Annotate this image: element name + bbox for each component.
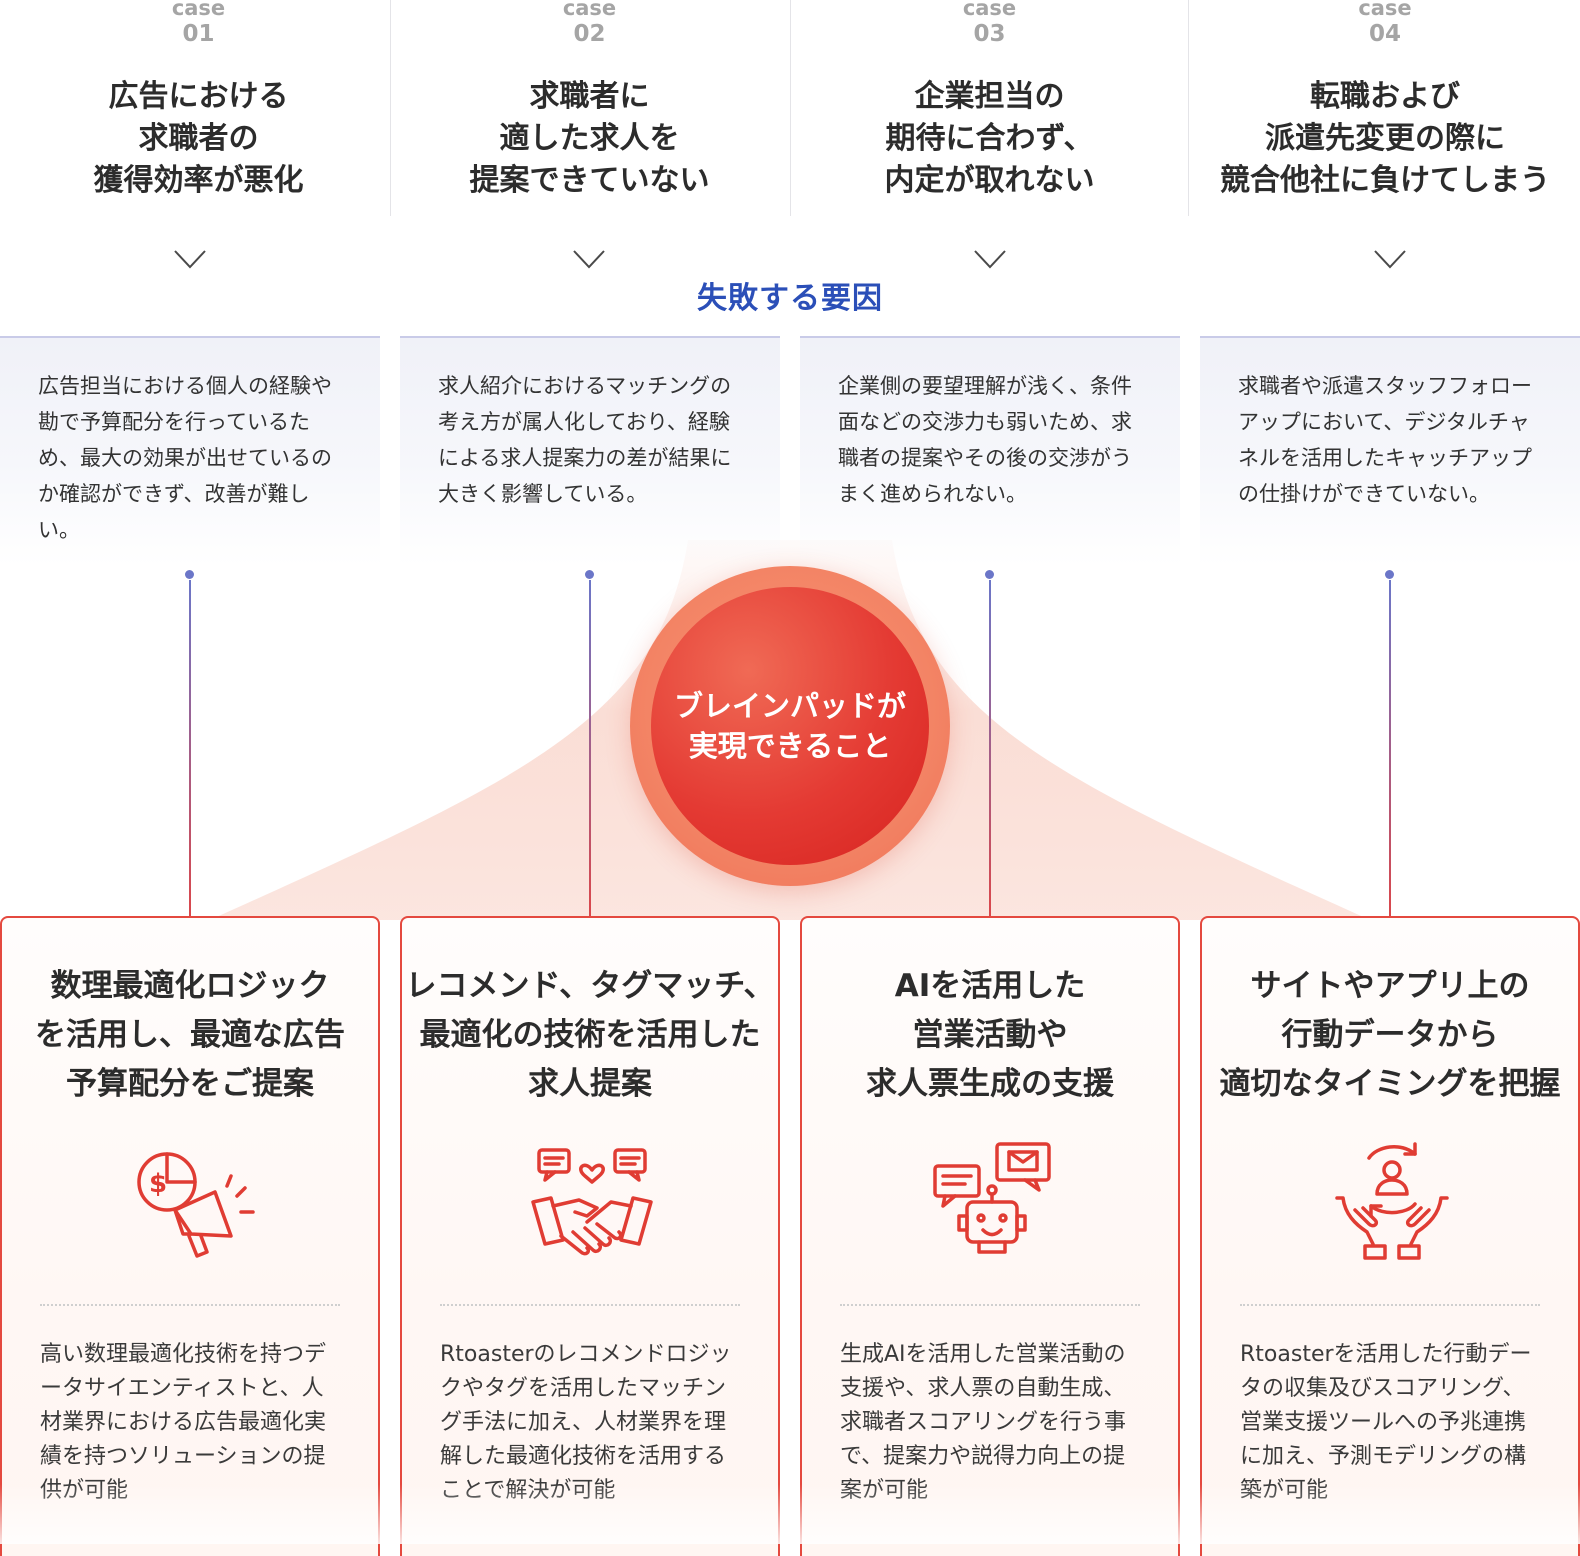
case-label: case: [562, 0, 617, 20]
connector-line: [1389, 580, 1391, 932]
card-divider: [1240, 1304, 1540, 1306]
failure-factor-01: 広告担当における個人の経験や勘で予算配分を行っているため、最大の効果が出せている…: [0, 336, 380, 566]
svg-text:$: $: [149, 1169, 167, 1199]
solution-title: AIを活用した 営業活動や 求人票生成の支援: [866, 968, 1114, 1102]
failure-factors-heading: 失敗する要因: [697, 281, 883, 316]
case-label: case: [1358, 0, 1412, 20]
brainpad-hub-circle: ブレインパッドが 実現できること: [630, 566, 950, 886]
hub-label: ブレインパッドが 実現できること: [673, 689, 906, 763]
solution-card-01: 数理最適化ロジック を活用し、最適な広告 予算配分をご提案 $ 高い数理最適化技…: [0, 916, 380, 1556]
card-divider: [40, 1304, 340, 1306]
chevron-down-icon: [1374, 250, 1406, 269]
solution-description: Rtoasterのレコメンドロジックやタグを活用したマッチング手法に加え、人材業…: [440, 1342, 732, 1503]
case-label: case: [171, 0, 226, 20]
connector-dot: [1385, 570, 1394, 579]
card-divider: [840, 1304, 1140, 1306]
case-number: 01: [182, 21, 215, 47]
ai-robot-chat-icon: [933, 1142, 1051, 1254]
case-title: 企業担当の 期待に合わず、 内定が取れない: [884, 79, 1095, 198]
card-divider: [440, 1304, 740, 1306]
connector-line: [589, 580, 591, 932]
case-column-04: case 04 転職および 派遣先変更の際に 競合他社に負けてしまう: [1188, 0, 1580, 216]
case-number: 02: [573, 21, 606, 47]
case-number: 04: [1368, 21, 1401, 47]
solution-description: 高い数理最適化技術を持つデータサイエンティストと、人材業界における広告最適化実績…: [40, 1342, 327, 1503]
chevron-down-icon: [974, 250, 1006, 269]
case-column-01: case 01 広告における 求職者の 獲得効率が悪化: [0, 0, 397, 216]
solution-card-04: サイトやアプリ上の 行動データから 適切なタイミングを把握 Rtoasterを活…: [1200, 916, 1580, 1556]
solution-title: サイトやアプリ上の 行動データから 適切なタイミングを把握: [1219, 968, 1561, 1102]
case-number: 03: [973, 21, 1006, 47]
solution-title: 数理最適化ロジック を活用し、最適な広告 予算配分をご提案: [35, 968, 345, 1102]
handshake-match-icon: [531, 1148, 653, 1256]
solution-card-02: レコメンド、タグマッチ、 最適化の技術を活用した 求人提案 Rtoasterのレ…: [400, 916, 780, 1556]
connector-dot: [585, 570, 594, 579]
case-label: case: [962, 0, 1017, 20]
megaphone-budget-icon: $: [137, 1152, 255, 1258]
case-column-02: case 02 求職者に 適した求人を 提案できていない: [390, 0, 788, 216]
solution-description: 生成AIを活用した営業活動の支援や、求人票の自動生成、求職者スコアリングを行う事…: [840, 1342, 1127, 1503]
case-title: 転職および 派遣先変更の際に 競合他社に負けてしまう: [1220, 79, 1550, 198]
connector-dot: [185, 570, 194, 579]
chevron-down-icon: [174, 250, 206, 269]
case-title: 求職者に 適した求人を 提案できていない: [469, 79, 710, 198]
connector-line: [189, 580, 191, 932]
solution-description: Rtoasterを活用した行動データの収集及びスコアリング、営業支援ツールへの予…: [1240, 1342, 1532, 1503]
hands-user-cycle-icon: [1335, 1142, 1449, 1260]
failure-factor-02: 求人紹介におけるマッチングの考え方が属人化しており、経験による求人提案力の差が結…: [400, 336, 780, 566]
solution-card-03: AIを活用した 営業活動や 求人票生成の支援 生成AIを活用した営業活動の支援や…: [800, 916, 1180, 1556]
connector-dot: [985, 570, 994, 579]
failure-factor-04: 求職者や派遣スタッフフォローアップにおいて、デジタルチャネルを活用したキャッチア…: [1200, 336, 1580, 566]
hub-inner-circle: ブレインパッドが 実現できること: [651, 587, 929, 865]
chevron-down-icon: [573, 250, 605, 269]
solution-title: レコメンド、タグマッチ、 最適化の技術を活用した 求人提案: [405, 968, 775, 1102]
case-column-03: case 03 企業担当の 期待に合わず、 内定が取れない: [790, 0, 1188, 216]
case-title: 広告における 求職者の 獲得効率が悪化: [93, 79, 304, 198]
connector-line: [989, 580, 991, 932]
failure-factor-03: 企業側の要望理解が浅く、条件面などの交渉力も弱いため、求職者の提案やその後の交渉…: [800, 336, 1180, 566]
